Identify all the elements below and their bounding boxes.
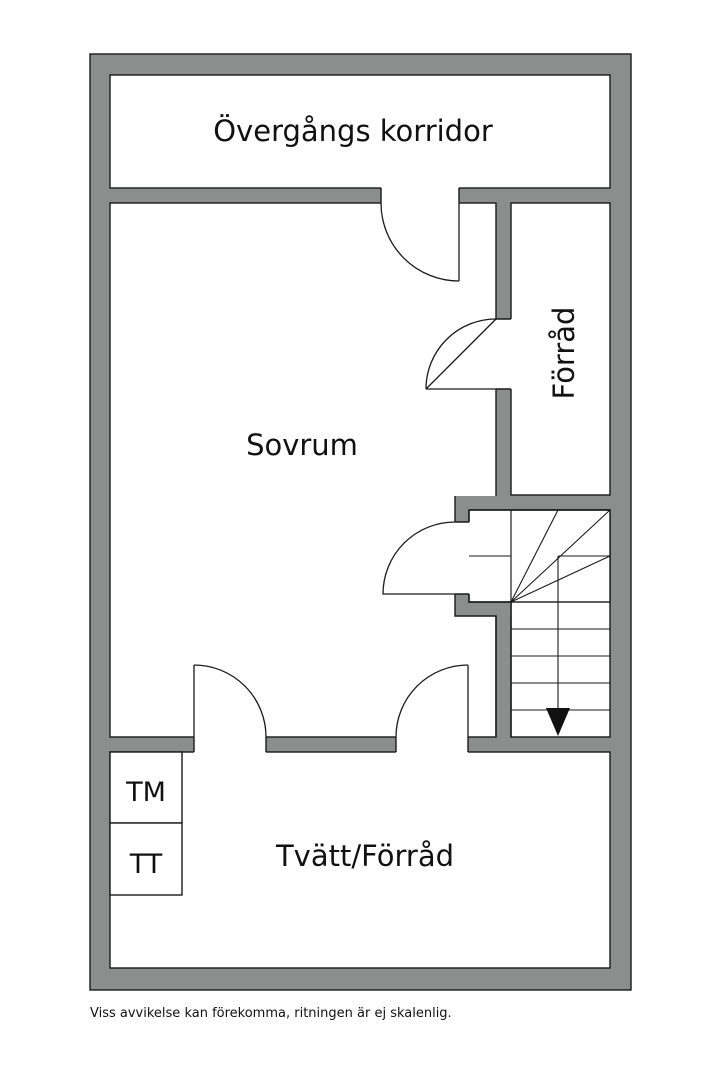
- label-washer: TM: [125, 777, 166, 808]
- door-gap-laundry-left: [194, 736, 266, 753]
- door-gap-stair: [454, 522, 471, 594]
- staircase: [469, 509, 611, 736]
- label-corridor: Övergångs korridor: [213, 114, 493, 148]
- door-swing-laundry-right: [395, 664, 469, 738]
- label-laundry: Tvätt/Förråd: [275, 839, 454, 873]
- label-dryer: TT: [129, 849, 163, 880]
- door-swing-stair: [382, 521, 456, 595]
- label-bedroom: Sovrum: [246, 428, 358, 462]
- door-swing-laundry-left: [193, 664, 267, 738]
- door-gap-corridor: [381, 187, 459, 204]
- room-corridor: [109, 74, 611, 189]
- stair-arrow-icon: [546, 708, 570, 736]
- disclaimer-text: Viss avvikelse kan förekomma, ritningen …: [90, 1006, 452, 1021]
- dryer-box: [109, 822, 183, 896]
- door-swing-storage: [425, 318, 497, 390]
- door-jamb-corridor: [380, 188, 460, 203]
- room-bedroom: [109, 202, 497, 738]
- label-storage: Förråd: [547, 307, 581, 400]
- door-leaf-storage: [425, 318, 497, 390]
- door-jamb-stair: [455, 521, 469, 595]
- room-storage: [510, 202, 611, 496]
- door-swing-corridor: [380, 202, 460, 282]
- washer-box: [109, 751, 183, 824]
- door-gap-laundry-right: [396, 736, 468, 753]
- door-jamb-storage: [496, 318, 511, 390]
- door-jamb-laundry-right: [395, 737, 469, 752]
- door-jamb-laundry-left: [193, 737, 267, 752]
- room-laundry: [109, 751, 611, 969]
- door-gap-storage: [495, 319, 512, 389]
